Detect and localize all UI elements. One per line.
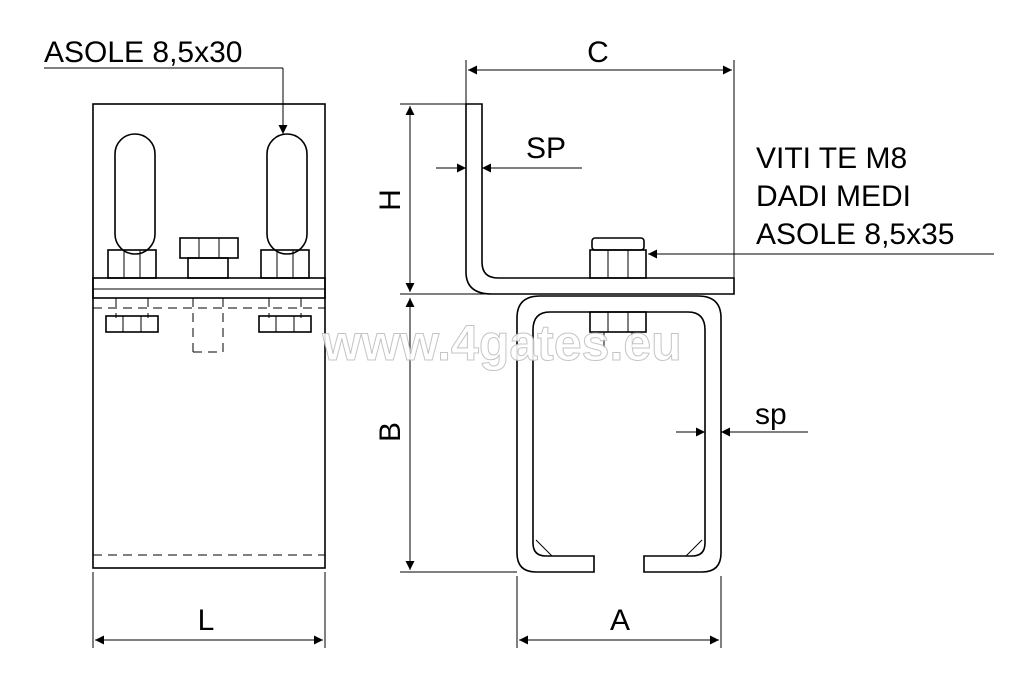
front-view: ASOLE 8,5x30 L (44, 36, 326, 648)
slot-left (114, 133, 156, 255)
label-b: B (374, 422, 407, 442)
label-h: H (374, 189, 407, 211)
label-c: C (587, 36, 609, 69)
nut-left-bottom (105, 315, 159, 333)
front-plate (92, 103, 326, 569)
label-fasteners-1: VITI TE M8 (756, 142, 907, 175)
label-l: L (198, 604, 215, 637)
nut-right-bottom (258, 315, 312, 333)
label-sp-lower: sp (755, 398, 787, 431)
rail-bolt-head (589, 311, 647, 348)
nut-right-top (260, 249, 310, 279)
c-rail (516, 295, 722, 573)
slot-right (266, 133, 308, 255)
watermark-text: www.4gates.eu (321, 315, 681, 371)
center-bolt (179, 237, 239, 353)
label-sp-upper: SP (526, 132, 566, 165)
label-fasteners-3: ASOLE 8,5x35 (756, 218, 954, 251)
angle-bracket (465, 103, 735, 295)
label-slot-size: ASOLE 8,5x30 (44, 36, 242, 69)
side-view: C SP H B sp VITI TE M8 DADI MEDI ASOLE 8… (374, 36, 994, 648)
nut-left-top (107, 249, 157, 279)
bracket-band (92, 277, 326, 299)
rail-nut-top (589, 237, 647, 279)
label-a: A (610, 604, 630, 637)
label-fasteners-2: DADI MEDI (756, 180, 911, 213)
